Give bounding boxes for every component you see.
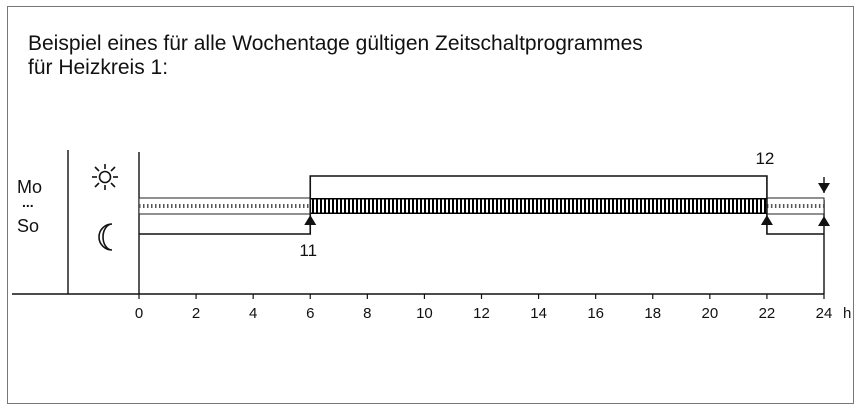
x-tick-label: 12	[473, 305, 490, 322]
switch-marker: 11	[299, 215, 317, 260]
switch-marker-label: 11	[299, 241, 317, 260]
sun-icon	[92, 164, 118, 190]
x-unit-label: h	[843, 305, 851, 322]
band-segment-day	[310, 198, 767, 214]
moon-icon	[98, 223, 113, 251]
switch-markers: 11 12	[299, 149, 830, 260]
program-step-line	[139, 175, 824, 235]
x-tick-label: 10	[416, 305, 433, 322]
program-bands	[138, 197, 825, 215]
title-line-2: für Heizkreis 1:	[28, 56, 169, 79]
x-tick-label: 16	[587, 305, 604, 322]
x-tick-label: 22	[759, 305, 776, 322]
band-segment-night	[138, 197, 311, 215]
x-tick-label: 14	[530, 305, 547, 322]
x-tick-label: 24	[816, 305, 833, 322]
switch-marker: 12	[755, 149, 830, 226]
x-tick-label: 0	[135, 305, 143, 322]
x-tick-label: 18	[644, 305, 661, 322]
x-tick-label: 6	[306, 305, 314, 322]
label-sunday: So	[17, 216, 39, 236]
band-segment-night	[766, 197, 825, 215]
label-dots: ...	[22, 194, 34, 210]
x-tick-label: 20	[701, 305, 718, 322]
x-tick-label: 4	[249, 305, 257, 322]
x-tick-label: 2	[192, 305, 200, 322]
label-monday: Mo	[17, 177, 42, 197]
title-line-1: Beispiel eines für alle Wochentage gülti…	[28, 32, 643, 55]
switch-marker-label: 12	[755, 149, 774, 168]
x-tick-label: 8	[363, 305, 371, 322]
